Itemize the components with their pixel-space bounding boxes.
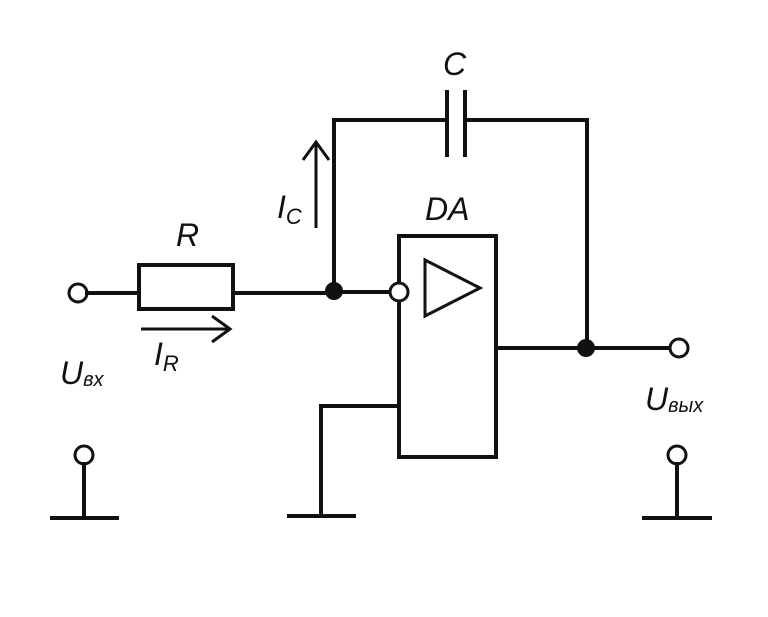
opamp-label: DA [425,191,469,227]
resistor-label: R [176,217,199,253]
noninverting-ground-wire [319,404,401,518]
output-terminal [668,337,690,359]
input-terminal [67,282,89,304]
current-r-arrow [141,314,233,344]
capacitor-label: C [443,46,467,82]
input-voltage-label: Uвх [60,355,105,391]
resistor [137,263,235,311]
current-c-label: IC [277,189,302,229]
current-c-arrow [301,139,331,228]
output-voltage-label: Uвых [645,381,704,417]
inverting-input-terminal [388,281,410,303]
current-r-label: IR [154,336,179,376]
triangle-icon [423,257,484,319]
output-ground-terminal [666,444,688,466]
junction-node-output [577,339,595,357]
opamp-block [397,234,498,459]
input-ground-terminal [73,444,95,466]
